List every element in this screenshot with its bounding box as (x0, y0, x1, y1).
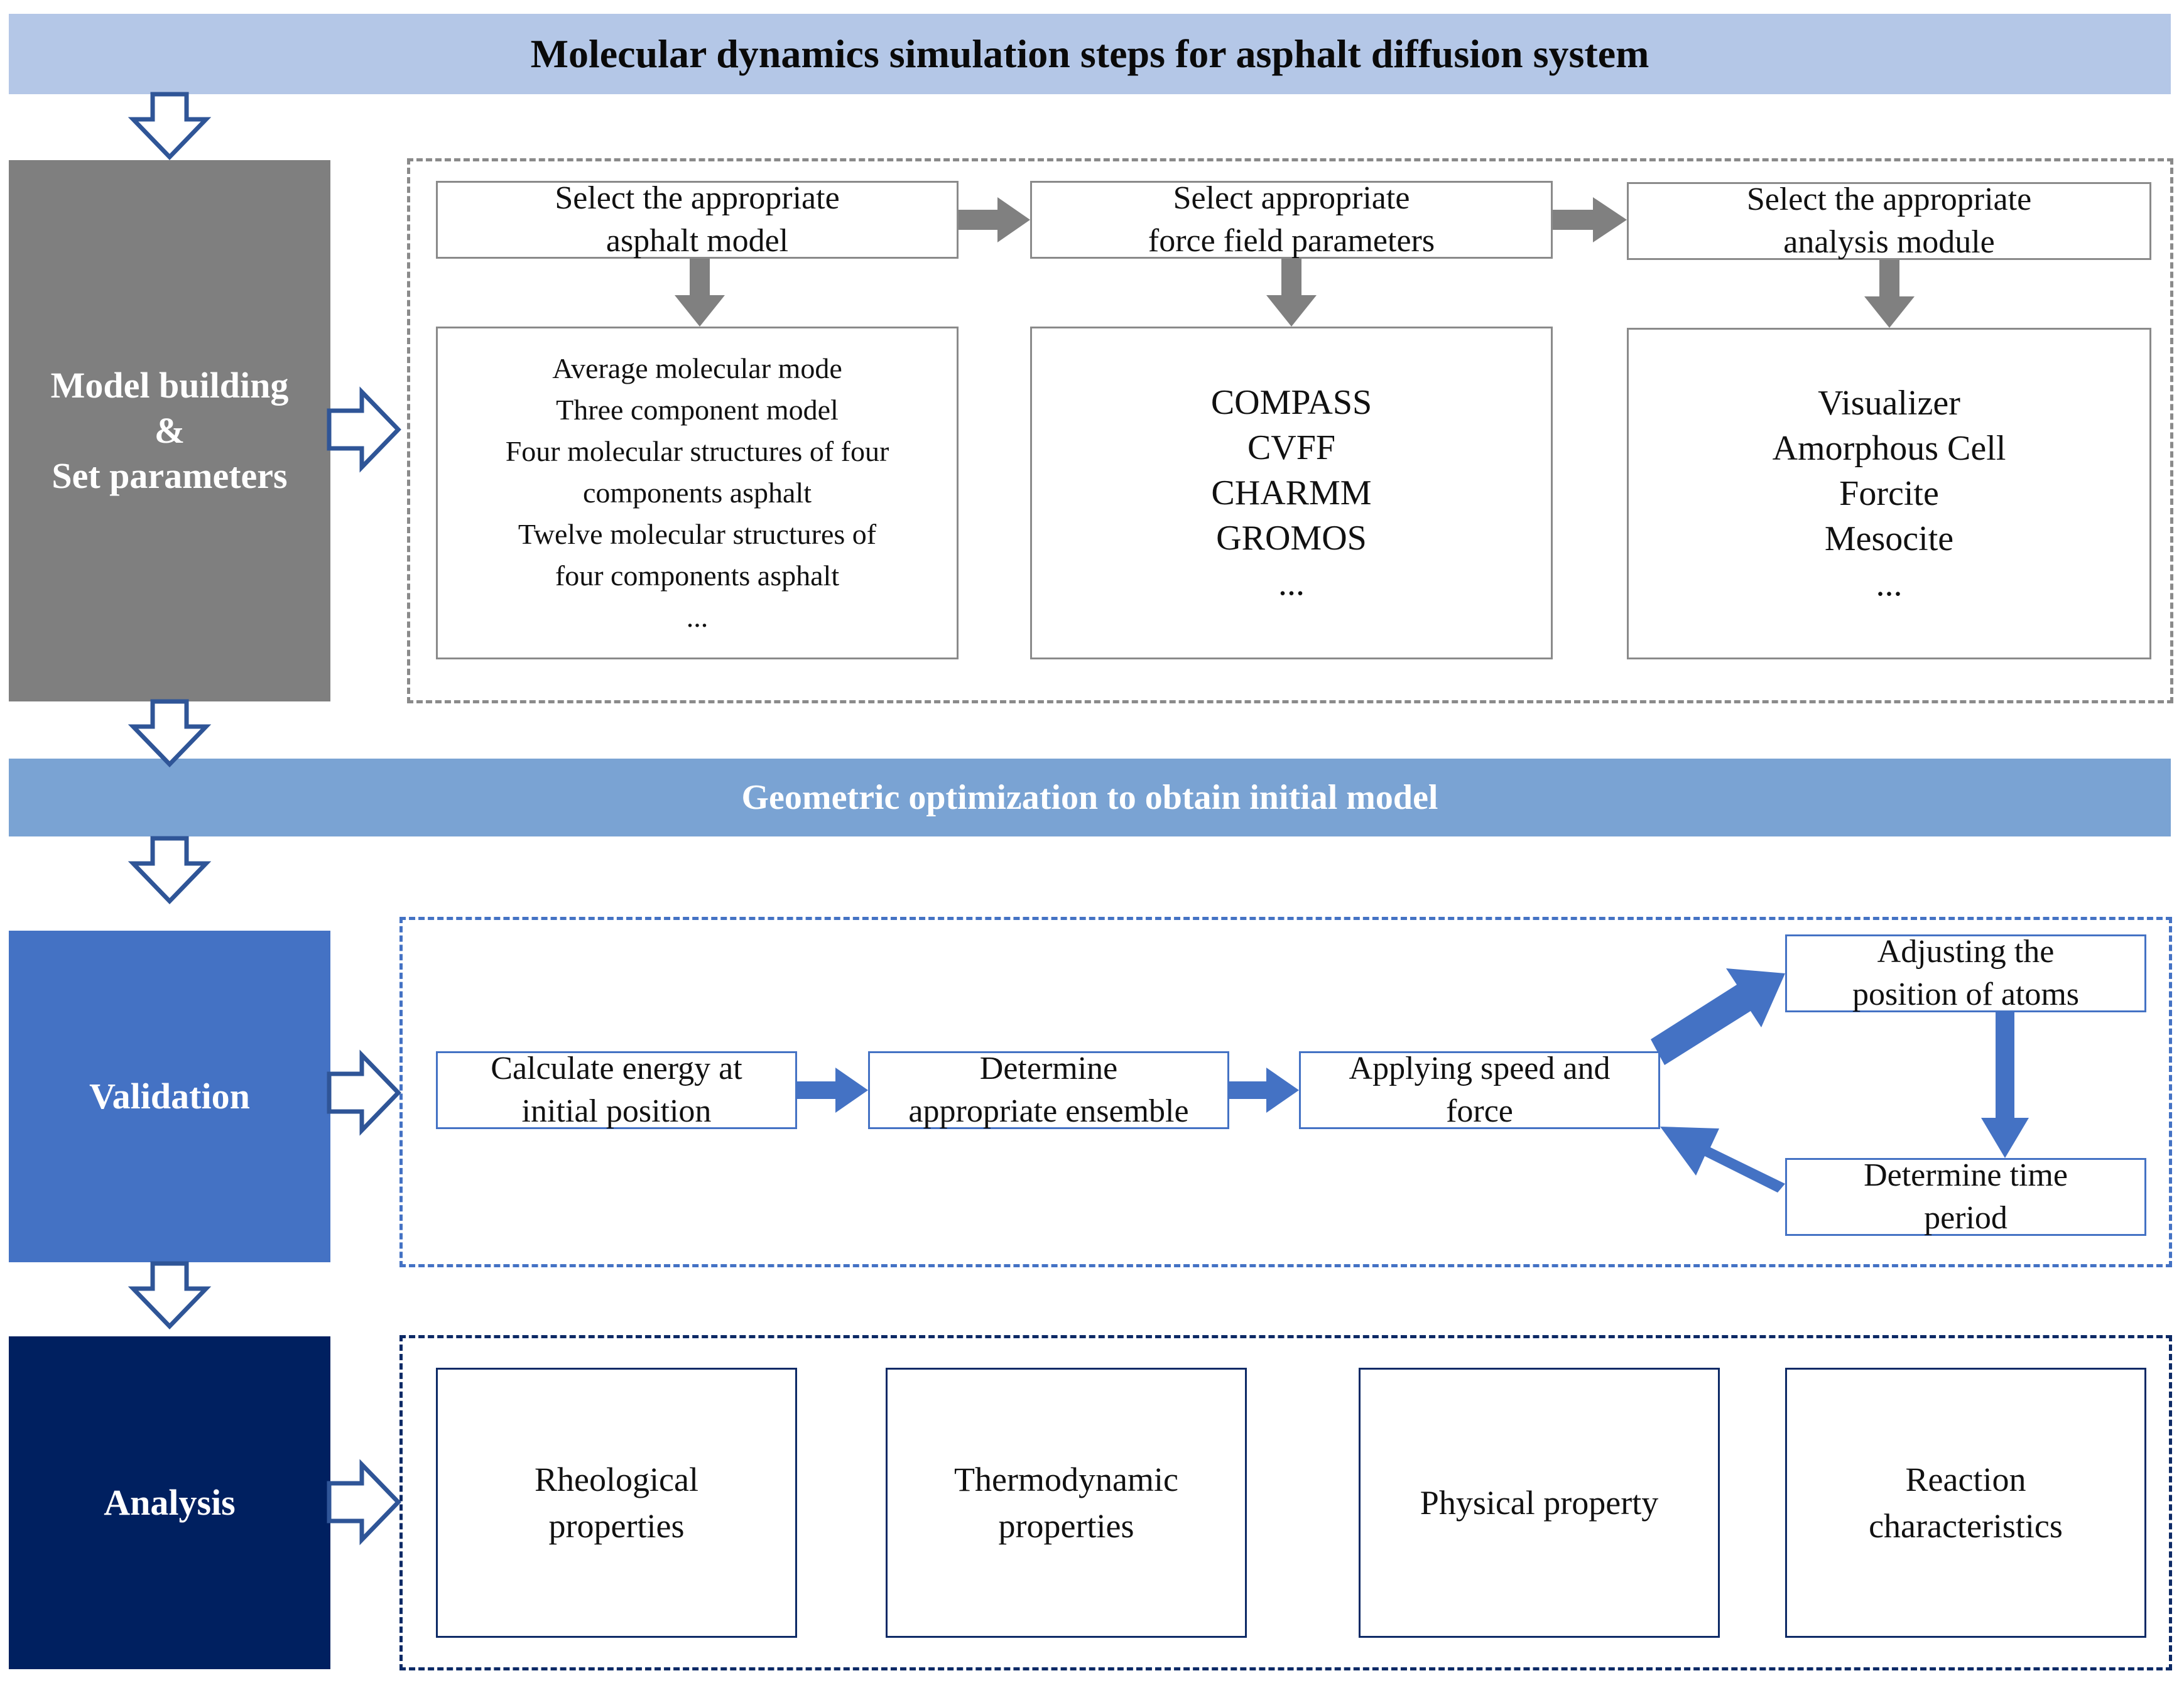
down-arrow-2 (133, 701, 206, 764)
rheological-properties: Rheological properties (436, 1368, 797, 1638)
stage-analysis: Analysis (9, 1336, 330, 1669)
analysis-module-header: Select the appropriate analysis module (1627, 181, 2151, 260)
optimization-banner: Geometric optimization to obtain initial… (9, 759, 2171, 836)
validation-group (399, 917, 2172, 1267)
model-building-group (407, 158, 2173, 703)
title-banner: Molecular dynamics simulation steps for … (9, 14, 2171, 94)
right-arrow-analysis (329, 1464, 398, 1540)
blue-arrow-2 (1229, 1068, 1299, 1113)
analysis-group (399, 1335, 2172, 1670)
gray-arrow-2 (1553, 197, 1627, 242)
calculate-energy-step: Calculate energy at initial position (436, 1051, 797, 1129)
optimization-banner-label: Geometric optimization to obtain initial… (741, 778, 1438, 817)
apply-speed-force-step: Applying speed and force (1299, 1051, 1660, 1129)
gray-arrow-1 (959, 197, 1030, 242)
blue-arrow-5 (1660, 1127, 1785, 1193)
blue-arrow-3 (1981, 1012, 2029, 1158)
stage-validation: Validation (9, 931, 330, 1262)
right-arrow-validation (329, 1055, 398, 1130)
determine-ensemble-step: Determine appropriate ensemble (868, 1051, 1229, 1129)
blue-arrow-4 (1651, 968, 1785, 1065)
physical-property: Physical property (1359, 1368, 1720, 1638)
adjust-atoms-step: Adjusting the position of atoms (1785, 934, 2146, 1012)
force-field-list: COMPASS CVFF CHARMM GROMOS ... (1030, 327, 1553, 659)
right-arrow-model (329, 392, 398, 467)
thermodynamic-properties: Thermodynamic properties (886, 1368, 1247, 1638)
asphalt-model-header: Select the appropriate asphalt model (436, 180, 959, 259)
down-arrow-1 (133, 94, 206, 157)
gray-arrow-4 (1266, 259, 1317, 327)
reaction-characteristics: Reaction characteristics (1785, 1368, 2146, 1638)
page-title: Molecular dynamics simulation steps for … (530, 31, 1649, 76)
asphalt-model-list: Average molecular mode Three component m… (436, 327, 959, 659)
down-arrow-4 (133, 1264, 206, 1326)
gray-arrow-3 (675, 259, 725, 327)
analysis-module-list: Visualizer Amorphous Cell Forcite Mesoci… (1627, 328, 2151, 659)
stage-model-building: Model building & Set parameters (9, 160, 330, 701)
force-field-header: Select appropriate force field parameter… (1030, 180, 1553, 259)
determine-time-step: Determine time period (1785, 1157, 2146, 1236)
down-arrow-3 (133, 838, 206, 901)
blue-arrow-1 (797, 1068, 868, 1113)
gray-arrow-5 (1864, 260, 1915, 328)
